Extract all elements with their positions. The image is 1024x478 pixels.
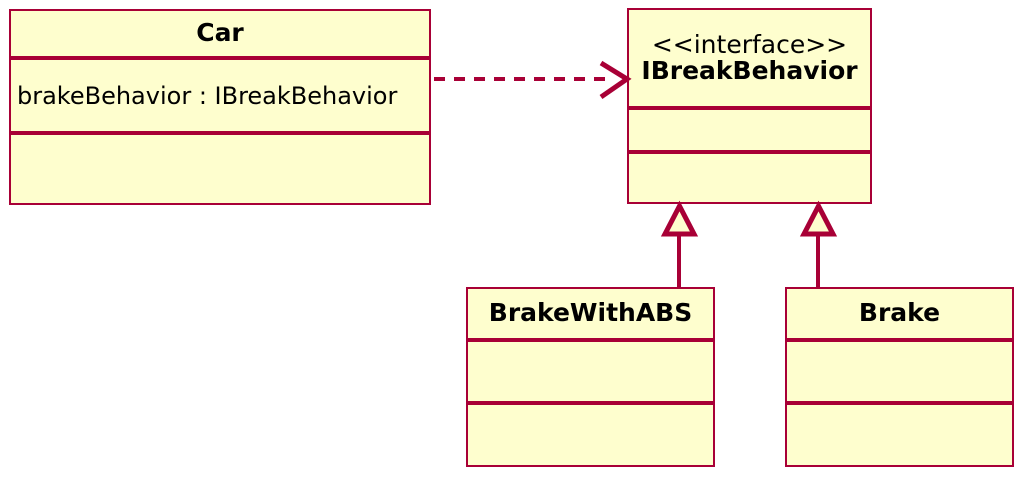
methods-compartment-brake (787, 405, 1012, 465)
class-header-ibreakbehavior: <<interface>> IBreakBehavior (629, 10, 870, 106)
realization-arrowhead-triangle-brakewithabs (660, 200, 699, 237)
class-name-brakewithabs: BrakeWithABS (488, 298, 693, 328)
class-header-brakewithabs: BrakeWithABS (468, 289, 713, 338)
class-name-brake: Brake (858, 298, 941, 328)
realization-line-brakewithabs (677, 232, 681, 289)
realization-line-brake (816, 232, 820, 289)
methods-compartment-ibreakbehavior (629, 154, 870, 202)
divider-brakewithabs-2 (468, 401, 713, 405)
uml-class-ibreakbehavior[interactable]: <<interface>> IBreakBehavior (627, 8, 872, 204)
stereotype-label-ibreakbehavior: <<interface>> (651, 29, 848, 59)
divider-car-2 (11, 131, 429, 135)
uml-class-brake[interactable]: Brake (785, 287, 1014, 467)
class-header-brake: Brake (787, 289, 1012, 338)
divider-ibreakbehavior-2 (629, 150, 870, 154)
methods-compartment-brakewithabs (468, 405, 713, 465)
divider-brakewithabs-1 (468, 338, 713, 342)
methods-compartment-car (11, 135, 429, 203)
attribute-item: brakeBehavior : IBreakBehavior (17, 81, 398, 110)
divider-ibreakbehavior-1 (629, 106, 870, 110)
divider-car-1 (11, 56, 429, 60)
attributes-compartment-ibreakbehavior (629, 110, 870, 150)
divider-brake-2 (787, 401, 1012, 405)
realization-arrowhead-triangle-brake (799, 200, 838, 237)
uml-class-brakewithabs[interactable]: BrakeWithABS (466, 287, 715, 467)
attributes-compartment-brake (787, 342, 1012, 401)
attributes-compartment-car: brakeBehavior : IBreakBehavior (11, 60, 429, 131)
dependency-line-car-to-ibreakbehavior (434, 77, 609, 81)
class-name-ibreakbehavior: IBreakBehavior (641, 56, 858, 85)
uml-class-car[interactable]: Car brakeBehavior : IBreakBehavior (9, 9, 431, 205)
divider-brake-1 (787, 338, 1012, 342)
class-name-car: Car (196, 18, 244, 48)
attributes-compartment-brakewithabs (468, 342, 713, 401)
dependency-arrowhead-open (599, 60, 632, 100)
class-header-car: Car (11, 11, 429, 56)
